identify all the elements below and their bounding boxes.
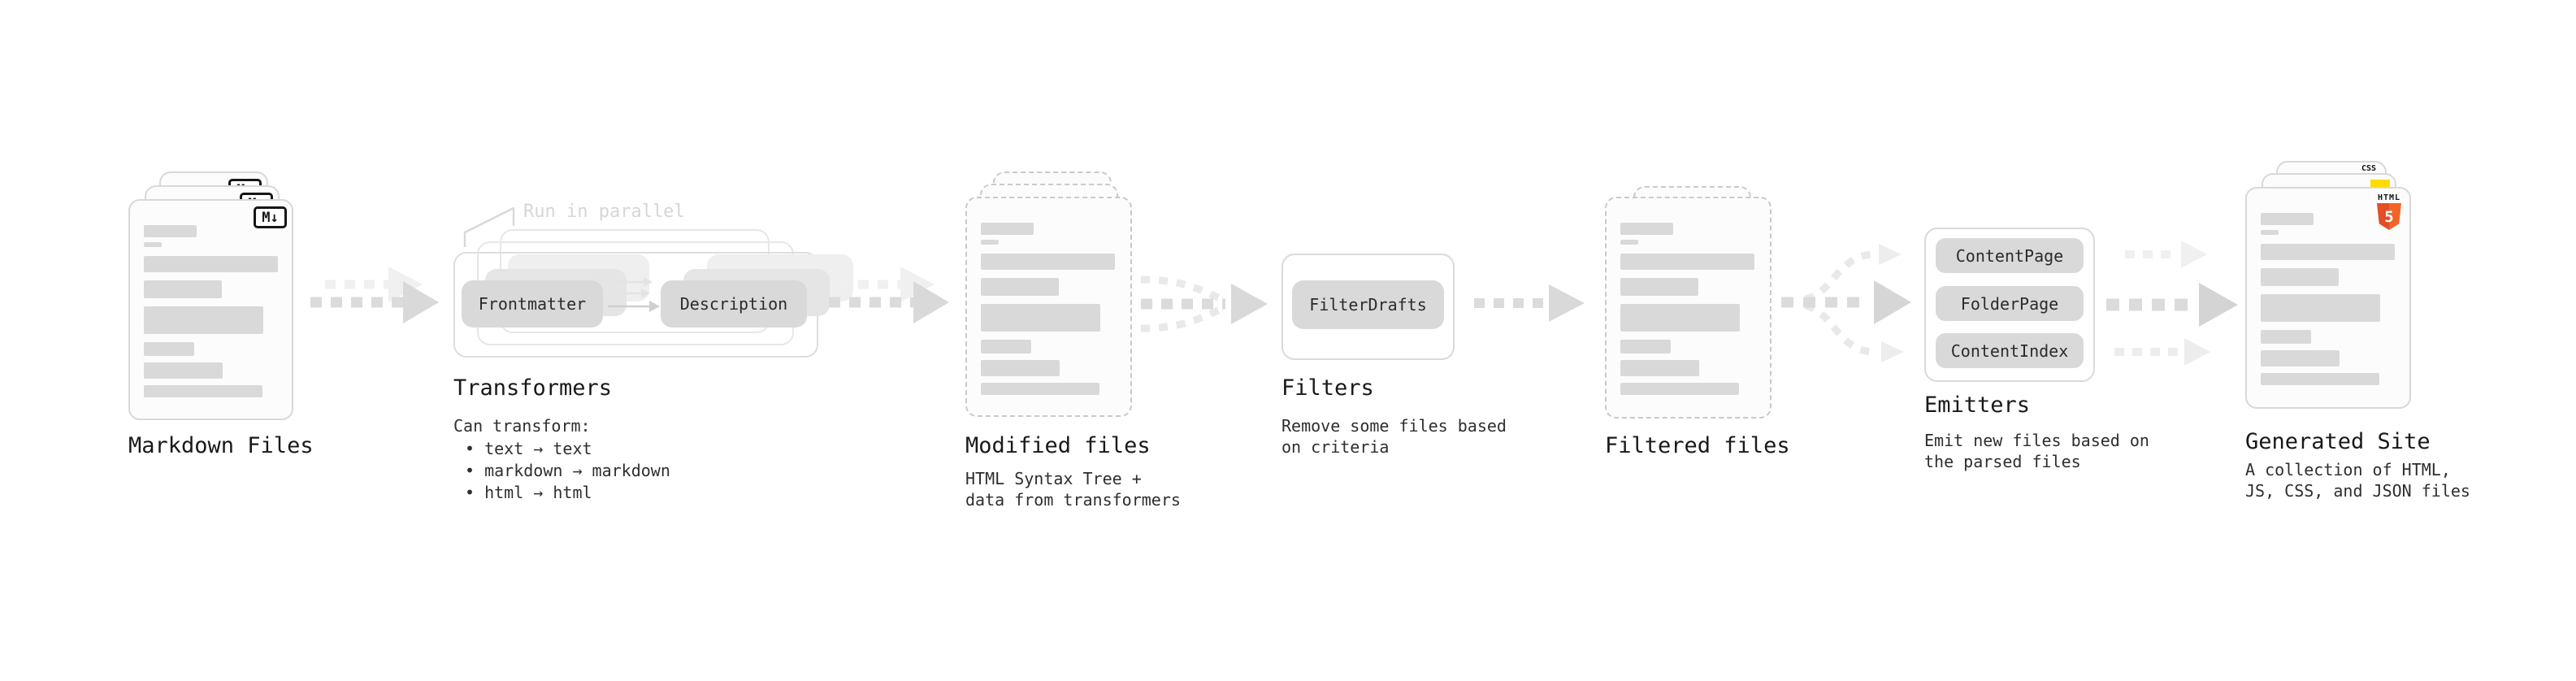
skeleton-bar xyxy=(144,256,278,272)
description-pill: Description xyxy=(661,280,807,327)
generated-site-desc: JS, CSS, and JSON files xyxy=(2245,481,2470,501)
contentindex-pill: ContentIndex xyxy=(1936,333,2084,368)
modified-files-label: Modified files xyxy=(965,433,1151,458)
emitters-desc: the parsed files xyxy=(1924,452,2081,471)
skeleton-bar xyxy=(981,304,1100,332)
stage-emitters: ContentPage FolderPage ContentIndex Emit… xyxy=(1924,228,2168,488)
skeleton-bar xyxy=(2261,230,2279,235)
modified-files-desc: HTML Syntax Tree + xyxy=(965,469,1142,488)
html5-icon: HTML 5 xyxy=(2375,193,2403,230)
skeleton-bar xyxy=(1620,304,1740,332)
skeleton-bar xyxy=(2261,268,2339,286)
skeleton-bar xyxy=(981,254,1115,270)
skeleton-bar xyxy=(144,225,197,237)
skeleton-bar xyxy=(1620,240,1638,245)
skeleton-bar xyxy=(981,383,1099,395)
skeleton-bar xyxy=(2261,213,2314,225)
transformers-bullet: • html → html xyxy=(465,483,592,502)
skeleton-bar xyxy=(144,342,194,356)
skeleton-bar xyxy=(981,360,1060,376)
skeleton-bar xyxy=(1620,383,1739,395)
skeleton-bar xyxy=(981,223,1034,235)
skeleton-bar xyxy=(144,242,162,247)
filtered-files-label: Filtered files xyxy=(1605,433,1790,458)
filters-desc: Remove some files based xyxy=(1281,416,1507,436)
stage-markdown-files: M↓ M↓ M↓ Markdown Files xyxy=(128,171,356,513)
skeleton-bar xyxy=(981,240,999,245)
skeleton-bar xyxy=(144,362,223,379)
transformers-bullet: • markdown → markdown xyxy=(465,461,670,480)
transformers-bullet: • text → text xyxy=(465,439,592,458)
stage-transformers: Run in parallel Frontmatter Description … xyxy=(453,195,853,520)
skeleton-bar xyxy=(1620,278,1698,296)
skeleton-bar xyxy=(2261,244,2395,260)
filters-desc: on criteria xyxy=(1281,437,1390,457)
stage-filters: FilterDrafts Filters Remove some files b… xyxy=(1281,254,1525,481)
skeleton-bar xyxy=(1620,223,1673,235)
folderpage-pill: FolderPage xyxy=(1936,286,2084,321)
markdown-files-label: Markdown Files xyxy=(128,433,314,458)
transformers-label: Transformers xyxy=(453,375,613,401)
skeleton-bar xyxy=(144,306,263,334)
emitters-desc: Emit new files based on xyxy=(1924,431,2149,450)
modified-files-desc: data from transformers xyxy=(965,490,1181,510)
stage-generated-site: CSS HTML 5 Generated Site A collection o… xyxy=(2245,161,2489,518)
file-card-dashed xyxy=(1605,197,1772,419)
skeleton-bar xyxy=(981,278,1059,296)
filters-label: Filters xyxy=(1281,375,1374,401)
generated-site-desc: A collection of HTML, xyxy=(2245,460,2451,479)
transformers-desc-title: Can transform: xyxy=(453,416,591,436)
generated-site-label: Generated Site xyxy=(2245,429,2431,454)
skeleton-bar xyxy=(981,340,1031,354)
contentpage-pill: ContentPage xyxy=(1936,238,2084,273)
markdown-icon: M↓ xyxy=(254,206,287,228)
stage-modified-files: Modified files HTML Syntax Tree + data f… xyxy=(965,171,1201,513)
file-card: HTML 5 xyxy=(2245,187,2411,409)
file-card-dashed xyxy=(965,197,1132,417)
skeleton-bar xyxy=(144,385,262,397)
skeleton-bar xyxy=(2261,330,2311,344)
filterdrafts-pill: FilterDrafts xyxy=(1292,280,1444,329)
skeleton-bar xyxy=(144,280,222,298)
emitters-label: Emitters xyxy=(1924,393,2031,418)
file-card: M↓ xyxy=(128,199,293,420)
skeleton-bar xyxy=(1620,360,1699,376)
skeleton-bar xyxy=(1620,254,1754,270)
stage-filtered-files: Filtered files xyxy=(1605,186,1841,511)
skeleton-bar xyxy=(2261,373,2379,385)
run-in-parallel-note: Run in parallel xyxy=(523,202,685,222)
frontmatter-pill: Frontmatter xyxy=(462,280,603,327)
skeleton-bar xyxy=(2261,294,2380,322)
skeleton-bar xyxy=(2261,350,2340,367)
skeleton-bar xyxy=(1620,340,1671,354)
